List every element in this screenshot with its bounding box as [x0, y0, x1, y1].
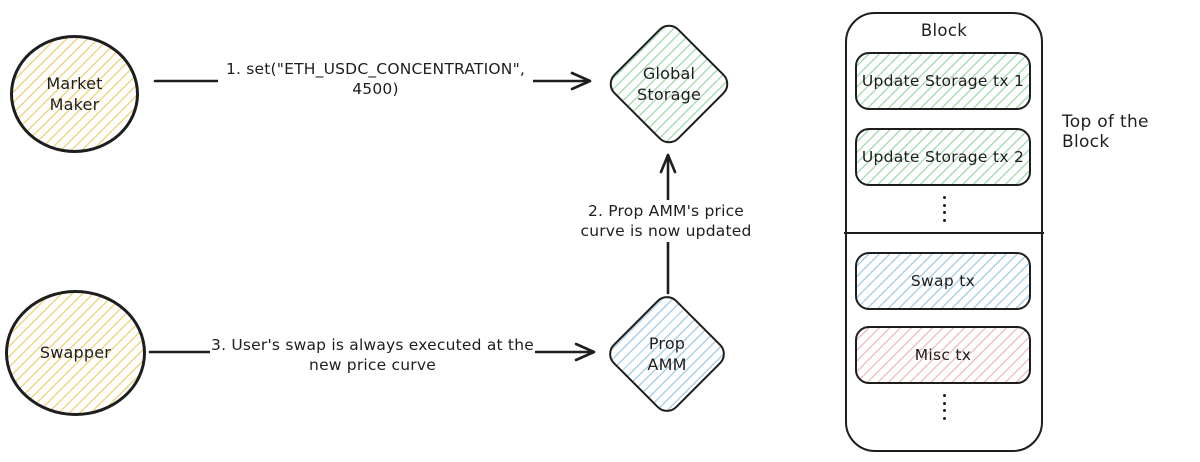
- node-market-maker: Market Maker: [10, 35, 139, 153]
- market-maker-label: Market Maker: [46, 73, 103, 114]
- ellipsis-dots-bottom: [847, 394, 1041, 420]
- block-divider: [844, 232, 1044, 234]
- ellipsis-dots-top: [847, 196, 1041, 222]
- tx-swap-label: Swap tx: [910, 272, 976, 290]
- tx-update-storage-1-label: Update Storage tx 1: [861, 72, 1025, 90]
- arrow-set-call-label-line1: 1. set("ETH_USDC_CONCENTRATION",: [225, 60, 526, 78]
- tx-misc-label: Misc tx: [914, 346, 972, 364]
- global-storage-label: Global Storage: [636, 63, 701, 104]
- tx-update-storage-1: Update Storage tx 1: [855, 52, 1031, 110]
- arrow-set-call-label: 1. set("ETH_USDC_CONCENTRATION", 4500): [218, 58, 533, 100]
- arrow-price-curve-label: 2. Prop AMM's price curve is now updated: [550, 200, 782, 242]
- arrow-set-call-label-line2: 4500): [352, 80, 399, 98]
- swapper-label: Swapper: [39, 343, 112, 363]
- arrow-price-curve-head: [659, 153, 677, 174]
- prop-amm-label: Prop AMM: [647, 333, 687, 374]
- tx-misc: Misc tx: [855, 326, 1031, 384]
- block-title: Block: [920, 21, 968, 40]
- tx-swap: Swap tx: [855, 252, 1031, 310]
- node-swapper: Swapper: [5, 290, 146, 416]
- arrow-user-swap-label: 3. User's swap is always executed at the…: [210, 334, 535, 376]
- tx-update-storage-2-label: Update Storage tx 2: [861, 148, 1025, 166]
- tx-update-storage-2: Update Storage tx 2: [855, 128, 1031, 186]
- arrow-set-call-head: [570, 71, 592, 91]
- arrow-price-curve-label-line2: curve is now updated: [580, 222, 752, 240]
- arrow-user-swap-label-line2: new price curve: [309, 356, 436, 374]
- arrow-price-curve-label-line1: 2. Prop AMM's price: [587, 202, 745, 220]
- top-of-block-annotation: Top of the Block: [1062, 112, 1149, 152]
- arrow-user-swap-head: [574, 342, 596, 362]
- block-container: Block Update Storage tx 1 Update Storage…: [844, 12, 1044, 452]
- arrow-user-swap-label-line1: 3. User's swap is always executed at the: [211, 336, 534, 354]
